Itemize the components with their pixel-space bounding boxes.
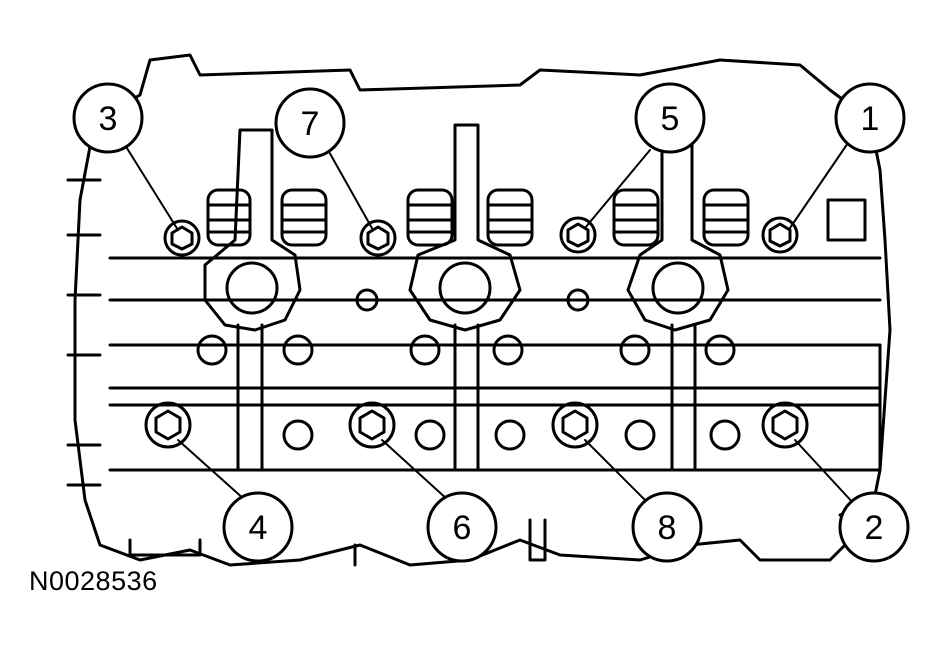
callout-5: 5 <box>634 82 706 154</box>
bearing-cap-right <box>626 128 730 472</box>
svg-text:1: 1 <box>861 100 880 138</box>
rail-holes <box>196 288 741 451</box>
svg-text:6: 6 <box>453 509 472 547</box>
right-bracket <box>826 198 882 472</box>
svg-text:3: 3 <box>99 100 118 138</box>
svg-text:2: 2 <box>865 509 884 547</box>
lower-feet <box>128 498 882 567</box>
callout-8: 8 <box>631 491 703 563</box>
left-flange-lines <box>66 178 102 487</box>
callouts: 3 7 5 1 4 6 8 2 <box>72 82 910 563</box>
bolt-heads <box>144 216 809 449</box>
callout-3: 3 <box>72 82 144 154</box>
callout-2: 2 <box>838 491 910 563</box>
callout-6: 6 <box>426 491 498 563</box>
bearing-cap-center <box>408 123 522 472</box>
callout-7: 7 <box>274 87 346 159</box>
valve-springs <box>206 188 750 247</box>
svg-text:7: 7 <box>301 105 320 143</box>
figure-id: N0028536 <box>29 566 158 596</box>
exhaust-camshaft <box>108 256 882 302</box>
leader-lines <box>124 139 856 506</box>
bearing-cap-left <box>203 128 302 472</box>
svg-text:5: 5 <box>661 100 680 138</box>
svg-text:8: 8 <box>658 509 677 547</box>
svg-text:4: 4 <box>249 509 268 547</box>
cylinder-head-outline <box>73 53 892 567</box>
callout-4: 4 <box>222 491 294 563</box>
callout-1: 1 <box>834 82 906 154</box>
